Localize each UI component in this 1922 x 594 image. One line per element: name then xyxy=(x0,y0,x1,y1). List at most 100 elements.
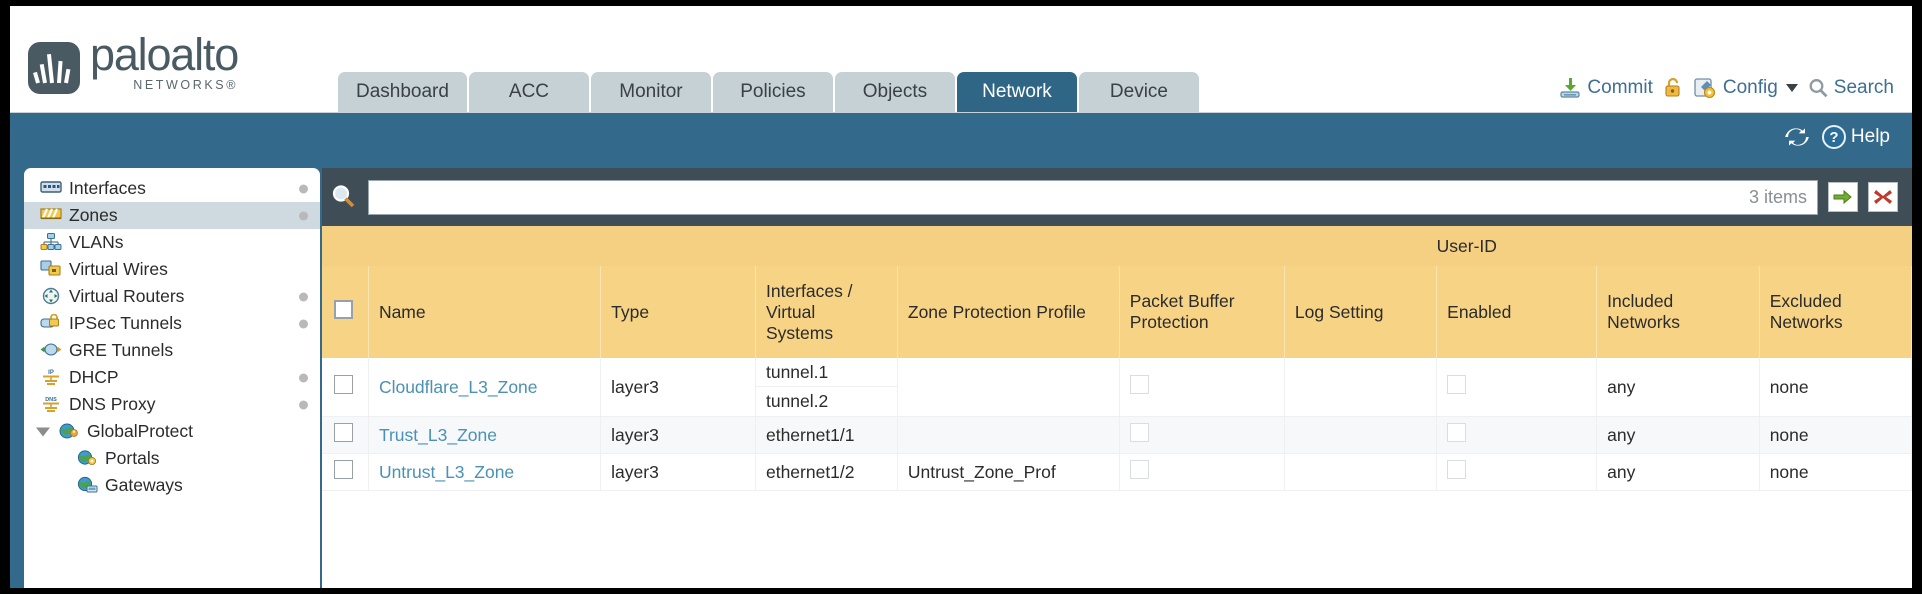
search-label: Search xyxy=(1833,77,1894,98)
tab-policies[interactable]: Policies xyxy=(712,72,833,112)
sidebar-item-gateways[interactable]: Gateways xyxy=(24,472,320,499)
virtual-wires-icon xyxy=(40,260,62,279)
filter-magnifier-icon[interactable] xyxy=(330,183,358,211)
column-header-type[interactable]: Type xyxy=(600,266,756,358)
zone-name-link[interactable]: Trust_L3_Zone xyxy=(378,424,497,445)
row-select-cell[interactable] xyxy=(322,453,369,491)
tab-device[interactable]: Device xyxy=(1078,72,1199,112)
sidebar-item-interfaces[interactable]: Interfaces xyxy=(24,175,320,202)
cell-name[interactable]: Untrust_L3_Zone xyxy=(368,453,602,491)
gateways-icon xyxy=(76,476,98,495)
row-select-cell[interactable] xyxy=(322,358,369,417)
sidebar-item-virtual-routers[interactable]: Virtual Routers xyxy=(24,283,320,310)
cell-packet-buffer-protection[interactable] xyxy=(1119,358,1285,417)
sidebar-label-virtual-wires: Virtual Wires xyxy=(69,259,168,279)
sidebar-item-virtual-wires[interactable]: Virtual Wires xyxy=(24,256,320,283)
packet-buffer-checkbox[interactable] xyxy=(1129,460,1149,479)
expand-triangle-icon[interactable] xyxy=(36,427,50,436)
column-header-name[interactable]: Name xyxy=(368,266,602,358)
svg-text:IP: IP xyxy=(48,370,54,376)
sidebar-label-portals: Portals xyxy=(105,448,160,468)
column-header-excluded-networks[interactable]: Excluded Networks xyxy=(1759,266,1912,358)
select-all-checkbox[interactable] xyxy=(334,300,353,319)
svg-text:DNS: DNS xyxy=(45,397,57,403)
clear-filter-button[interactable] xyxy=(1868,182,1898,212)
row-checkbox[interactable] xyxy=(334,460,353,479)
row-checkbox[interactable] xyxy=(334,423,353,442)
cell-packet-buffer-protection[interactable] xyxy=(1119,453,1285,491)
zone-name-link[interactable]: Cloudflare_L3_Zone xyxy=(378,376,538,397)
userid-enabled-checkbox[interactable] xyxy=(1447,375,1467,394)
cell-userid-enabled[interactable] xyxy=(1436,358,1598,417)
sidebar-label-virtual-routers: Virtual Routers xyxy=(69,286,185,306)
sidebar-item-globalprotect[interactable]: GlobalProtect xyxy=(24,418,320,445)
interface-entry: tunnel.2 xyxy=(765,391,829,411)
table-row[interactable]: Trust_L3_Zone layer3 ethernet1/1 any xyxy=(322,416,1912,454)
cell-zone-protection-profile xyxy=(897,416,1120,454)
packet-buffer-checkbox[interactable] xyxy=(1129,375,1149,394)
column-header-included-networks[interactable]: Included Networks xyxy=(1596,266,1760,358)
column-header-zone-protection-profile[interactable]: Zone Protection Profile xyxy=(897,266,1120,358)
cell-included-networks: any xyxy=(1596,358,1760,417)
help-button[interactable]: ? Help xyxy=(1821,125,1890,149)
sidebar-item-vlans[interactable]: VLANs xyxy=(24,229,320,256)
cell-log-setting xyxy=(1284,453,1438,491)
sidebar-status-dot xyxy=(299,292,308,301)
column-header-log-setting[interactable]: Log Setting xyxy=(1284,266,1438,358)
cell-type: layer3 xyxy=(600,453,756,491)
globalprotect-icon xyxy=(58,422,80,441)
red-x-clear-icon xyxy=(1874,190,1892,204)
sidebar-item-dhcp[interactable]: IP DHCP xyxy=(24,364,320,391)
column-header-enabled[interactable]: Enabled xyxy=(1436,266,1598,358)
portals-icon xyxy=(76,449,98,468)
config-label: Config xyxy=(1722,77,1778,98)
interfaces-icon xyxy=(40,179,62,198)
zones-table: User-ID Name Type Interfaces / Virtual S… xyxy=(322,226,1912,491)
sidebar-item-portals[interactable]: Portals xyxy=(24,445,320,472)
network-sidebar: Interfaces Zones xyxy=(24,168,320,588)
sub-toolbar: ? Help xyxy=(10,113,1912,168)
table-row[interactable]: Cloudflare_L3_Zone layer3 tunnel.1 tunne… xyxy=(322,358,1912,417)
packet-buffer-checkbox[interactable] xyxy=(1129,423,1149,442)
row-select-cell[interactable] xyxy=(322,416,369,454)
zones-table-container: User-ID Name Type Interfaces / Virtual S… xyxy=(322,226,1912,588)
sidebar-item-ipsec-tunnels[interactable]: IPSec Tunnels xyxy=(24,310,320,337)
sidebar-item-zones[interactable]: Zones xyxy=(24,202,320,229)
cell-userid-enabled[interactable] xyxy=(1436,416,1598,454)
tab-dashboard[interactable]: Dashboard xyxy=(338,72,467,112)
table-row[interactable]: Untrust_L3_Zone layer3 ethernet1/2 Untru… xyxy=(322,453,1912,491)
refresh-icon[interactable] xyxy=(1784,126,1810,148)
column-header-packet-buffer-protection[interactable]: Packet Buffer Protection xyxy=(1119,266,1285,358)
commit-download-icon xyxy=(1560,78,1581,98)
sidebar-item-gre-tunnels[interactable]: GRE Tunnels xyxy=(24,337,320,364)
cell-packet-buffer-protection[interactable] xyxy=(1119,416,1285,454)
cell-interfaces: tunnel.1 tunnel.2 xyxy=(755,358,898,417)
sidebar-item-dns-proxy[interactable]: DNS DNS Proxy xyxy=(24,391,320,418)
cell-userid-enabled[interactable] xyxy=(1436,453,1598,491)
sidebar-label-zones: Zones xyxy=(69,205,118,225)
main-nav-tabs: Dashboard ACC Monitor Policies Objects N… xyxy=(338,72,1199,112)
row-checkbox[interactable] xyxy=(334,375,353,394)
search-button[interactable]: Search xyxy=(1807,77,1894,99)
apply-filter-button[interactable] xyxy=(1828,182,1858,212)
zone-name-link[interactable]: Untrust_L3_Zone xyxy=(378,461,515,482)
cell-name[interactable]: Trust_L3_Zone xyxy=(368,416,602,454)
cell-name[interactable]: Cloudflare_L3_Zone xyxy=(368,358,602,417)
tab-monitor[interactable]: Monitor xyxy=(590,72,711,112)
column-header-interfaces[interactable]: Interfaces / Virtual Systems xyxy=(755,266,898,358)
brand-subtext: NETWORKS® xyxy=(133,78,239,92)
tab-acc[interactable]: ACC xyxy=(468,72,589,112)
filter-input[interactable]: 3 items xyxy=(368,179,1818,215)
cell-excluded-networks: none xyxy=(1759,358,1912,417)
sidebar-label-gre-tunnels: GRE Tunnels xyxy=(69,340,174,360)
select-all-header[interactable] xyxy=(322,266,369,358)
unlock-padlock-icon[interactable] xyxy=(1662,76,1684,100)
tab-network[interactable]: Network xyxy=(956,72,1077,112)
tab-objects[interactable]: Objects xyxy=(834,72,955,112)
help-question-icon: ? xyxy=(1821,125,1846,149)
commit-button[interactable]: Commit xyxy=(1558,76,1653,100)
sidebar-status-dot xyxy=(299,211,308,220)
userid-enabled-checkbox[interactable] xyxy=(1447,460,1467,479)
config-menu-button[interactable]: Config xyxy=(1693,76,1798,100)
userid-enabled-checkbox[interactable] xyxy=(1447,423,1467,442)
